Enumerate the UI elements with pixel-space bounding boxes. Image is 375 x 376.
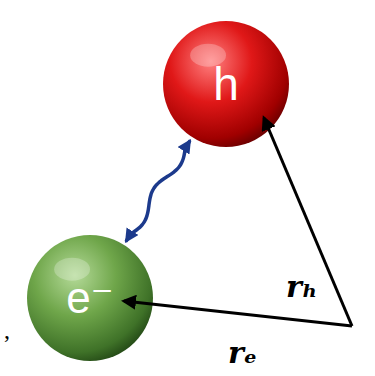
position-vector-label: rₕ xyxy=(286,272,317,302)
interaction-arrow xyxy=(126,141,189,240)
position-vector-arrow xyxy=(264,118,352,326)
hole-sphere: h xyxy=(162,20,290,148)
electron-sphere: e⁻ xyxy=(26,234,154,362)
particle-symbol: h xyxy=(213,61,239,107)
sphere-fill xyxy=(163,21,289,147)
punctuation-mark: , xyxy=(4,318,10,342)
particle-symbol: e⁻ xyxy=(66,276,114,320)
position-vector-label: rₑ xyxy=(228,338,257,368)
sphere-fill xyxy=(27,235,153,361)
position-vector-arrow xyxy=(124,301,352,326)
